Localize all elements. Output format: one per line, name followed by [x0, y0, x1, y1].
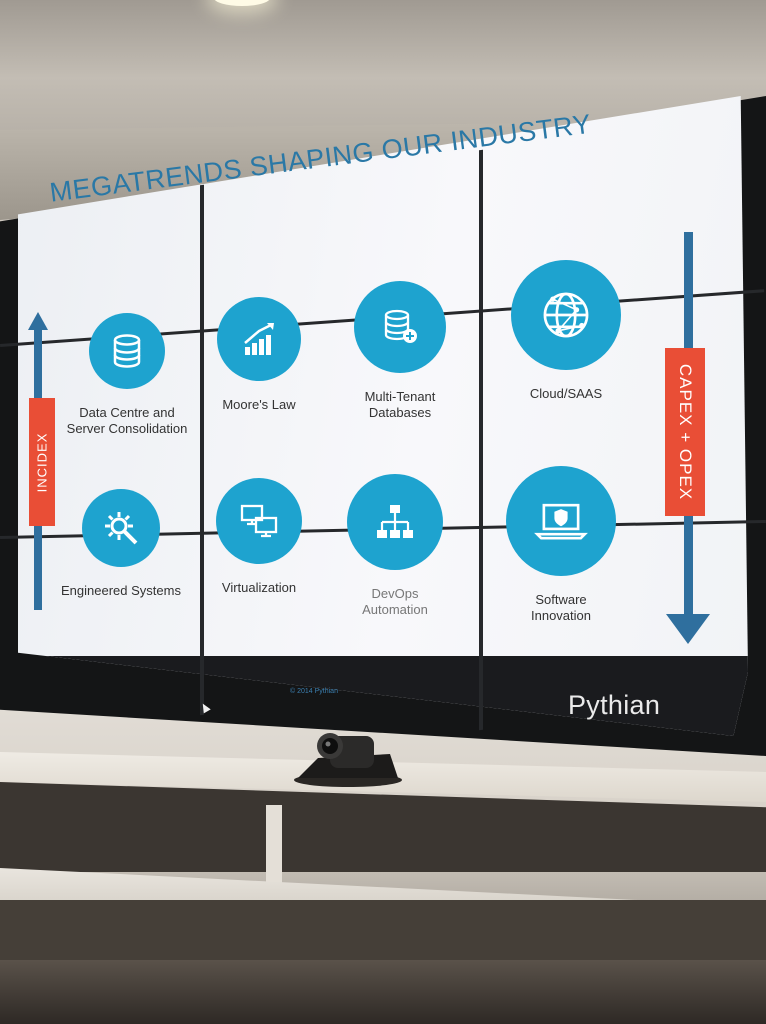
multi-database-icon	[354, 281, 446, 373]
trend-label-line: Software	[535, 592, 587, 607]
trend-label-line: Engineered Systems	[61, 583, 181, 598]
trend-label-line: Automation	[362, 602, 428, 617]
trend-label-line: Moore's Law	[222, 397, 296, 412]
trend-label: Multi-Tenant Databases	[315, 389, 485, 421]
trend-label-line: Data Centre and	[79, 405, 175, 420]
database-icon	[89, 313, 165, 389]
gear-wrench-icon	[82, 489, 160, 567]
arrow-up-icon	[28, 312, 48, 330]
trend-cloud-saas: Cloud/SAAS	[481, 260, 651, 402]
trend-label: Engineered Systems	[36, 583, 206, 599]
org-chart-icon	[347, 474, 443, 570]
growth-chart-icon	[217, 297, 301, 381]
capex-label: CAPEX + OPEX	[676, 363, 695, 501]
floor	[0, 960, 766, 1024]
slide-copyright: © 2014 Pythian	[290, 688, 338, 695]
trend-label-line: Cloud/SAAS	[529, 386, 603, 401]
trend-engineered-systems: Engineered Systems	[36, 489, 206, 599]
trend-label: Moore's Law	[174, 397, 344, 413]
trend-label-line: Multi-Tenant	[364, 389, 436, 404]
brand-logo: Pythian	[568, 690, 661, 720]
trend-virtualization: Virtualization	[174, 478, 344, 596]
trend-multi-tenant: Multi-Tenant Databases	[315, 281, 485, 421]
trend-label-line: Innovation	[531, 608, 591, 623]
trend-data-centre: Data Centre and Server Consolidation	[42, 313, 212, 437]
ceiling	[0, 0, 766, 130]
trend-moores-law: Moore's Law	[174, 297, 344, 413]
trend-label: Data Centre and Server Consolidation	[42, 405, 212, 437]
trend-label: Virtualization	[174, 580, 344, 596]
incidex-callout: INCIDEX	[29, 398, 55, 526]
ceiling-light	[214, 0, 270, 6]
laptop-shield-icon	[506, 466, 616, 576]
trend-label: DevOps Automation	[310, 586, 480, 618]
trend-label-line: Virtualization	[221, 580, 297, 595]
capex-callout: CAPEX + OPEX	[665, 348, 705, 516]
trend-label-line: Databases	[368, 405, 432, 420]
conference-camera-icon	[290, 728, 402, 790]
monitors-icon	[216, 478, 302, 564]
arrow-down-icon	[666, 614, 710, 644]
incidex-label: INCIDEX	[34, 432, 50, 492]
trend-label-line: DevOps	[371, 586, 419, 601]
bezel-vertical	[479, 149, 483, 731]
bezel-vertical	[200, 184, 204, 716]
trend-label: Cloud/SAAS	[481, 386, 651, 402]
trend-software-innovation: Software Innovation	[476, 466, 646, 624]
slide	[18, 96, 748, 736]
globe-network-icon	[511, 260, 621, 370]
trend-label: Software Innovation	[476, 592, 646, 624]
trend-label-line: Server Consolidation	[66, 421, 188, 436]
trend-devops: DevOps Automation	[310, 474, 480, 618]
